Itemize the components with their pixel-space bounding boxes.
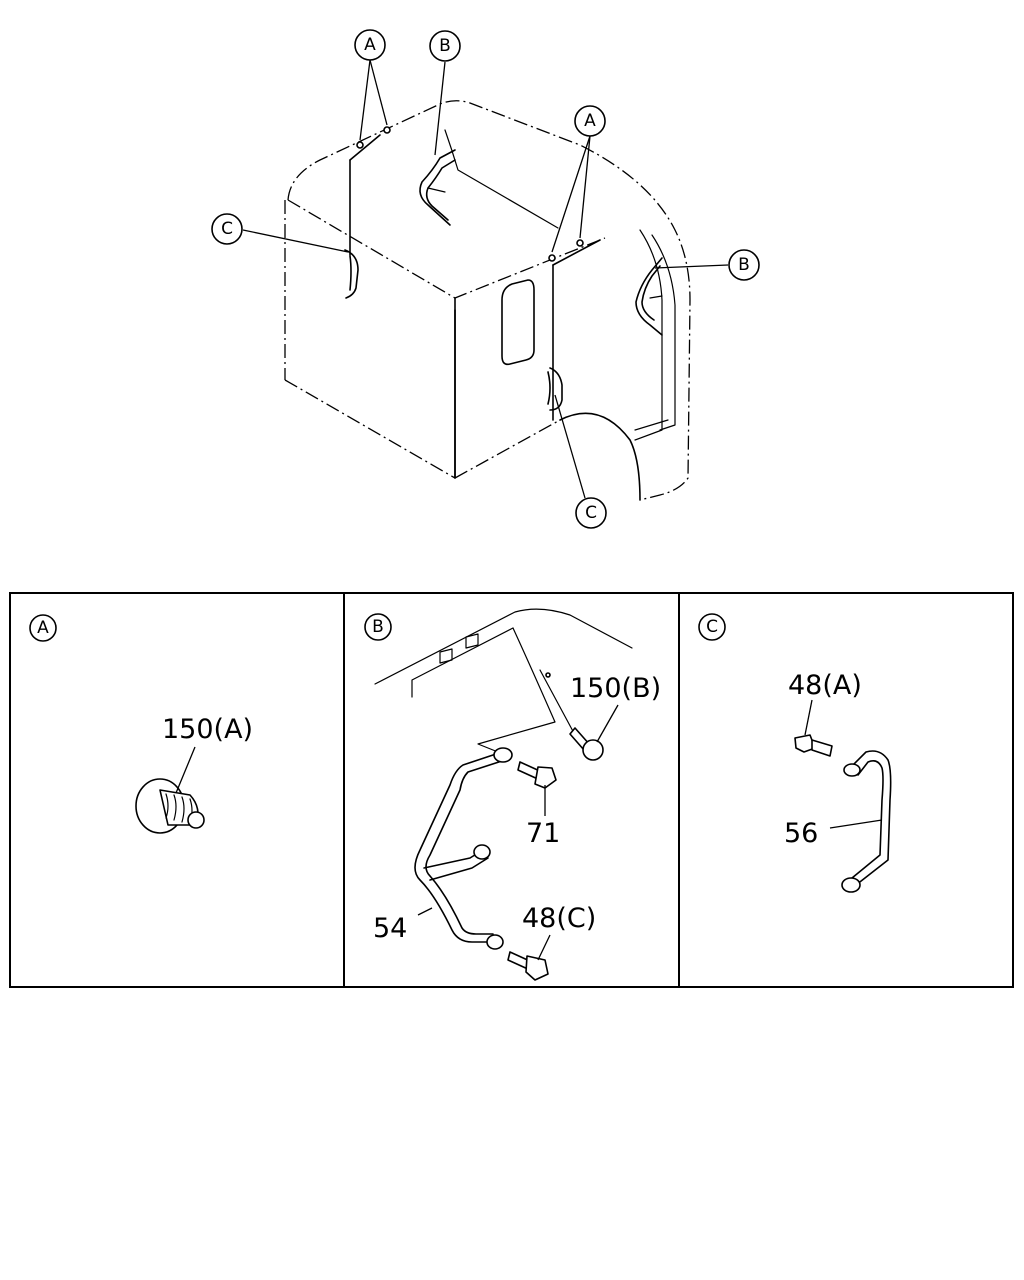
callout-a-top-label: A [364,35,376,55]
handle-54-drawing [414,747,513,950]
clip-150b-drawing [569,727,604,761]
callout-c-bottom-label: C [585,503,597,523]
bolt-48c-drawing [507,951,549,981]
bolt-48a-drawing [794,734,833,757]
label-48c: 48(C) [522,903,596,934]
label-56: 56 [784,818,818,849]
grab-handle-56-drawing [841,750,892,893]
callout-b-top: B [429,30,461,62]
callout-c-left: C [211,213,243,245]
callout-c-bottom: C [575,497,607,529]
callout-b-right: B [728,249,760,281]
clip-150a-drawing [135,778,205,834]
label-71: 71 [526,818,560,849]
panel-b-cab-context [374,608,633,753]
callout-b-right-label: B [738,255,750,275]
label-54: 54 [373,913,407,944]
detail-panel-c: C 48(A) 56 [698,613,892,893]
label-150a: 150(A) [162,714,253,745]
detail-panels-frame [9,592,1014,988]
panel-a-letter: A [37,618,49,638]
callout-a-top: A [354,29,386,61]
label-48a: 48(A) [788,670,862,701]
main-leaders [242,59,729,499]
callout-a-right: A [574,105,606,137]
label-150b: 150(B) [570,673,661,704]
bolt-71-drawing [517,761,557,789]
cab-illustration [284,100,691,501]
panel-b-letter: B [372,617,384,637]
callout-a-right-label: A [584,111,596,131]
panel-c-letter: C [706,617,718,637]
callout-b-top-label: B [439,36,451,56]
detail-panel-b: B 71 150(B) [364,608,661,981]
detail-panel-a: A 150(A) [29,614,253,834]
callout-c-left-label: C [221,219,233,239]
